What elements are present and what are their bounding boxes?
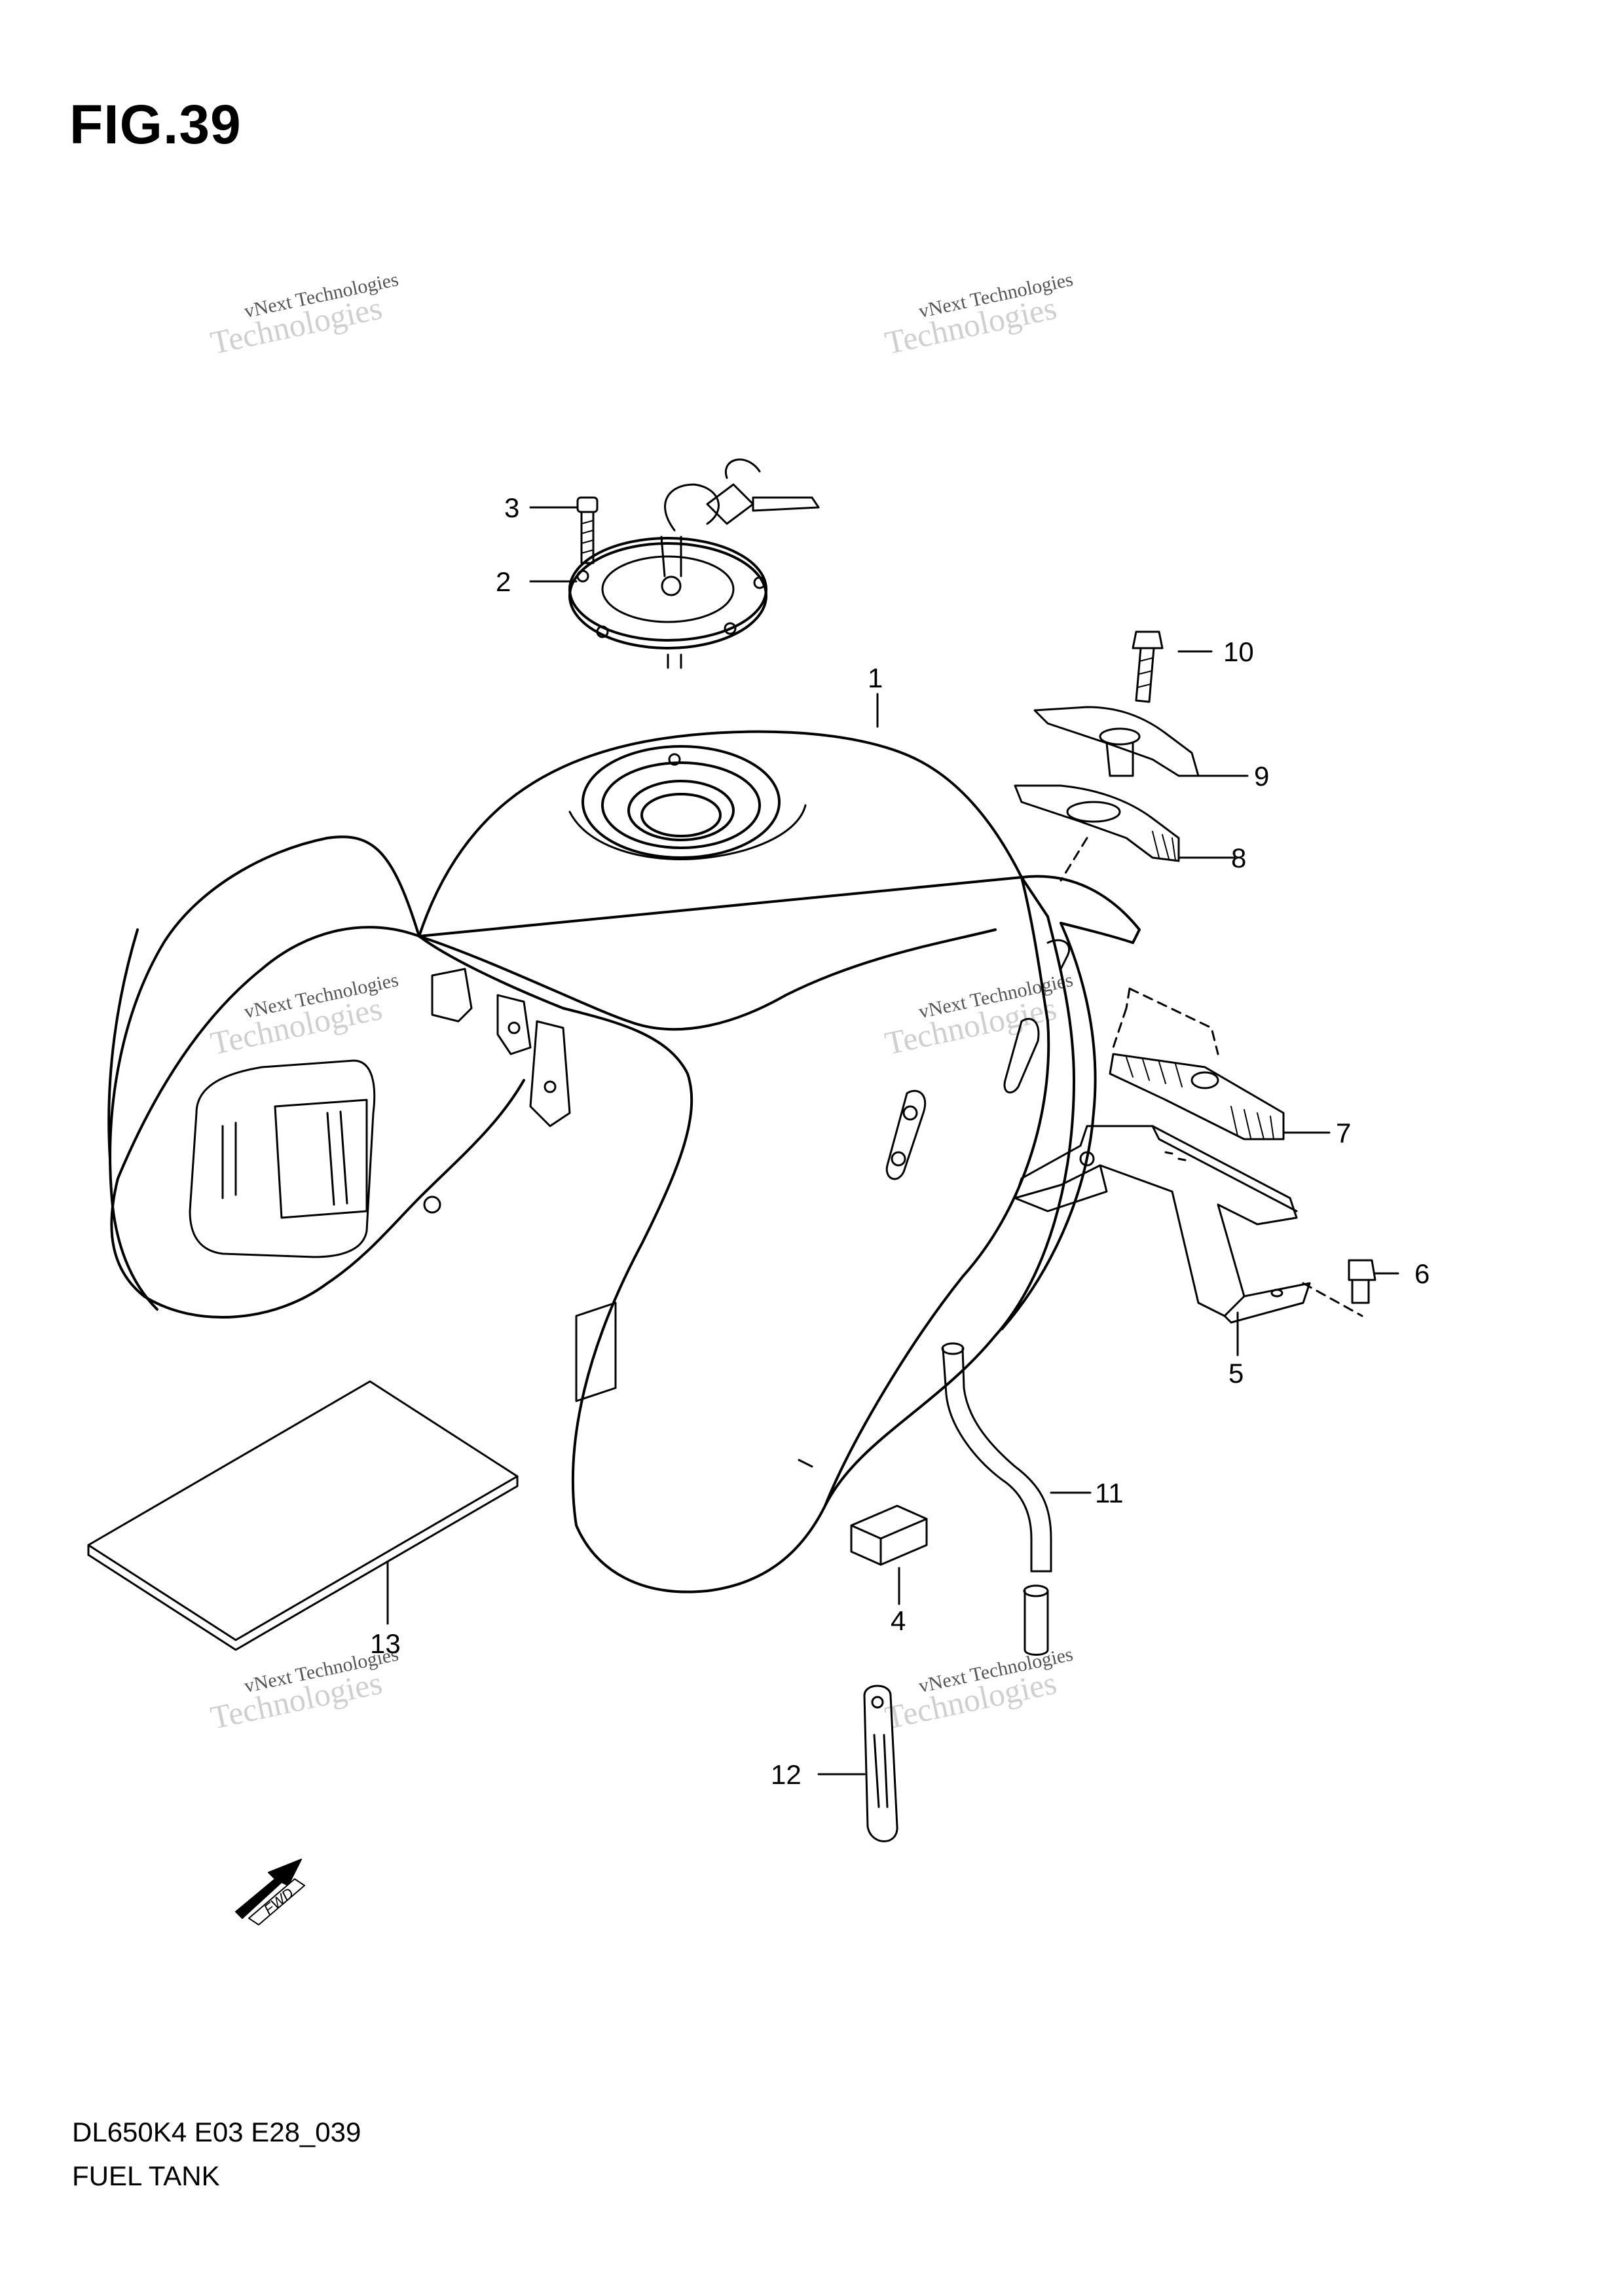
figure-title: FIG.39: [69, 94, 242, 155]
rear-bracket-part: [1014, 1125, 1311, 1324]
hose-band-part: [863, 1685, 898, 1842]
breather-hose-part: [941, 1342, 1052, 1656]
callout-3: 3: [504, 492, 519, 523]
callout-4: 4: [891, 1605, 906, 1636]
callout-5: 5: [1228, 1358, 1244, 1389]
diagram-code: DL650K4 E03 E28_039: [72, 2117, 361, 2147]
callout-9: 9: [1254, 761, 1269, 792]
diagram-name: FUEL TANK: [72, 2160, 220, 2191]
callout-11: 11: [1095, 1478, 1124, 1508]
callout-2: 2: [496, 566, 511, 597]
callout-13: 13: [370, 1628, 401, 1659]
callout-7: 7: [1336, 1118, 1351, 1148]
screw-part: [576, 496, 599, 564]
forward-direction-arrow: FWD: [235, 1859, 305, 1925]
callout-numbers: 1 2 3 4 5 6 7 8 9 10 11 12 13: [370, 492, 1430, 1790]
callout-10: 10: [1223, 636, 1254, 667]
fuel-cap-part: [568, 458, 820, 669]
fuel-tank-part: [107, 730, 1141, 1594]
cushion-part: [1014, 784, 1180, 862]
callout-1: 1: [868, 663, 883, 693]
bolt-part: [1132, 630, 1164, 703]
plate-part: [1033, 706, 1200, 777]
callout-8: 8: [1231, 843, 1246, 873]
rubber-cushion-part: [1109, 1053, 1285, 1140]
pad-part: [850, 1504, 928, 1566]
warning-label-part: [87, 1380, 519, 1651]
leader-lines: [386, 506, 1399, 1776]
callout-12: 12: [771, 1759, 802, 1790]
callout-6: 6: [1414, 1258, 1430, 1289]
bolt-small-part: [1348, 1259, 1376, 1304]
